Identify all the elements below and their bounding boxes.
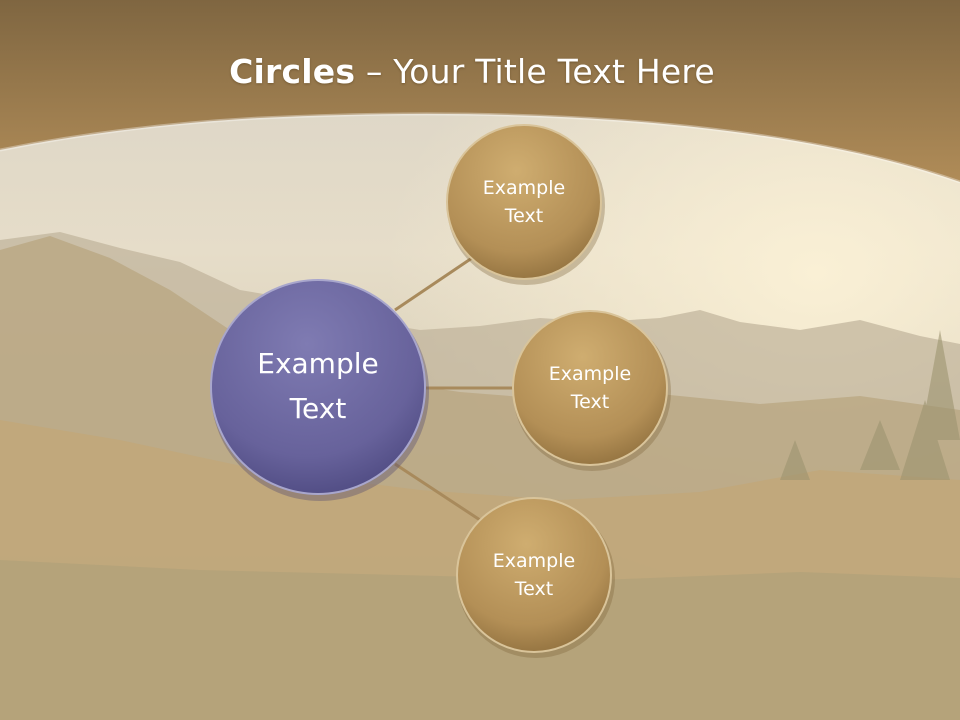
title-rest: Your Title Text Here — [393, 52, 715, 91]
title-bold: Circles — [229, 52, 356, 91]
satellite-bottom-line2: Text — [514, 578, 554, 600]
center-label: Example Text — [211, 280, 425, 494]
satellite-circles — [446, 124, 671, 658]
trees — [780, 330, 960, 480]
satellite-middle-line1: Example — [548, 362, 632, 385]
slide-title: Circles – Your Title Text Here — [0, 52, 944, 91]
satellite-middle-line2: Text — [570, 391, 610, 413]
title-banner — [0, 0, 960, 182]
center-circle — [210, 279, 426, 495]
satellite-bottom-line1: Example — [492, 549, 576, 572]
center-label-line2: Text — [289, 392, 347, 425]
satellite-label-bottom: Example Text — [459, 500, 609, 650]
center-label-line1: Example — [257, 347, 379, 381]
connector-bottom — [394, 462, 481, 522]
connectors — [394, 256, 514, 522]
satellite-top-line1: Example — [482, 176, 566, 199]
circle-middle — [512, 310, 668, 466]
banner-edge-highlight — [0, 112, 960, 184]
title-separator: – — [355, 52, 394, 91]
circle-top — [446, 124, 602, 280]
satellite-top-line2: Text — [504, 205, 544, 227]
foreground-grass — [0, 560, 960, 720]
satellite-label-middle: Example Text — [515, 313, 665, 463]
satellite-label-top: Example Text — [449, 127, 599, 277]
circle-bottom — [456, 497, 612, 653]
connector-top — [394, 256, 473, 312]
